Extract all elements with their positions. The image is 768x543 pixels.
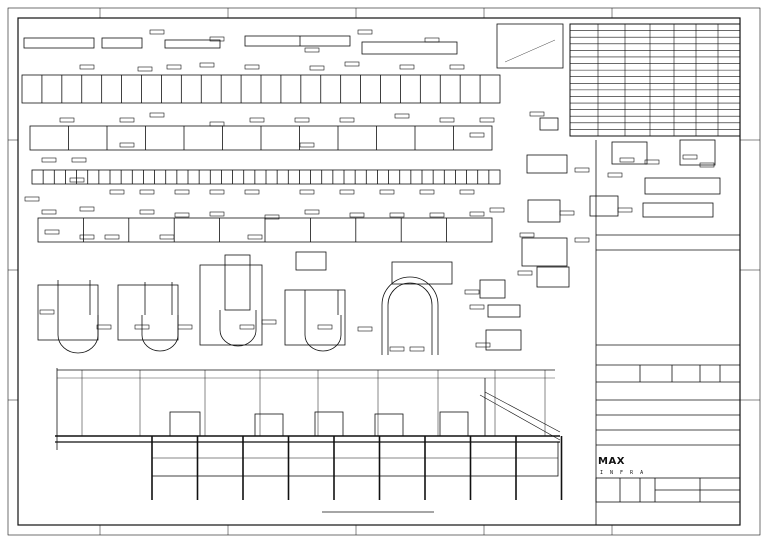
zone-ticks [8,8,760,535]
sheet-inner-border [17,17,741,526]
strip-elevation-2 [29,125,493,151]
title-block [595,140,741,525]
arched-opening-section [381,261,453,355]
strip-elevation-4 [37,217,493,243]
vessel-section-2 [117,282,179,352]
annotation-tags [24,29,715,352]
strip-elevation-3 [31,169,501,185]
vessel-section-4 [284,251,346,352]
vessel-section-3 [199,254,263,347]
main-elevation [55,368,563,500]
connection-details [479,117,721,351]
company-logo-icon: MAX [598,456,625,467]
company-logo-subtitle: I N F R A [600,470,646,476]
beam-elevation-top [23,35,458,55]
section-detail-box [496,23,564,69]
strip-elevation-1 [21,74,501,104]
sheet-outer-frame [7,7,761,536]
vessel-section-1 [37,280,99,354]
schedule-table [569,23,741,137]
